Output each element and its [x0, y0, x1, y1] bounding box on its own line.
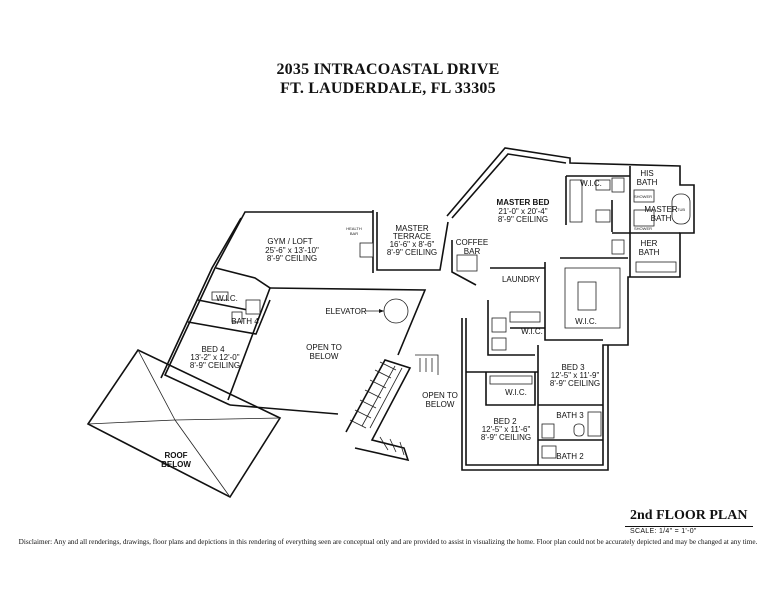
open-below-2-label-2: BELOW	[426, 400, 455, 409]
gym-loft-label: GYM / LOFT	[267, 237, 312, 246]
bedroom-wing-walls	[461, 318, 609, 471]
laundry-label: LAUNDRY	[502, 275, 541, 284]
roof-below: ROOF BELOW	[86, 348, 282, 499]
his-shower-label: SHOWER	[634, 194, 652, 199]
bed4-label: BED 4	[201, 345, 225, 354]
open-below-2-label: OPEN TO	[422, 391, 458, 400]
master-bed-dims: 21'-0" x 20'-4"	[498, 207, 547, 216]
bed4-ceiling: 8'-9" CEILING	[190, 361, 240, 370]
gym-loft-dims: 25'-6" x 13'-10"	[265, 246, 319, 255]
west-wing-walls	[160, 211, 427, 415]
his-bath-label: HIS	[640, 169, 653, 178]
bath2-label: BATH 2	[556, 452, 584, 461]
bath4-label: BATH 4	[231, 317, 259, 326]
health-bar-label-2: BAR	[350, 231, 358, 236]
his-bath-label-2: BATH	[637, 178, 658, 187]
bed4-dims: 13'-2" x 12'-0"	[190, 353, 239, 362]
bed2-dims: 12'-5" x 11'-6"	[482, 425, 531, 434]
hall-wic-label: W.I.C.	[521, 327, 543, 336]
plan-scale: SCALE: 1/4" = 1'-0"	[630, 528, 697, 535]
terrace-walls	[359, 210, 449, 273]
bed2-ceiling: 8'-9" CEILING	[481, 433, 531, 442]
master-bath-label: MASTER	[644, 205, 678, 214]
coffee-bar-label: COFFEE	[456, 238, 488, 247]
master-suite-walls: TUB SHOWER SHOWER	[446, 147, 695, 440]
bed2-wic-label: W.I.C.	[505, 388, 527, 397]
master-bath-label-2: BATH	[651, 214, 672, 223]
elevator: ELEVATOR	[325, 298, 409, 324]
master-terrace-label: MASTER	[395, 224, 429, 233]
bed3-label: BED 3	[561, 363, 585, 372]
master-bed-ceiling: 8'-9" CEILING	[498, 215, 548, 224]
coffee-bar-label-2: BAR	[464, 247, 481, 256]
address-line-2: FT. LAUDERDALE, FL 33305	[280, 80, 496, 97]
gym-loft-ceiling: 8'-9" CEILING	[267, 254, 317, 263]
staircase	[345, 354, 439, 462]
elevator-label: ELEVATOR	[325, 307, 367, 316]
open-below-1-label-2: BELOW	[310, 352, 339, 361]
center-wic-label: W.I.C.	[575, 317, 597, 326]
plan-title-rule	[625, 526, 753, 527]
her-shower-label: SHOWER	[634, 226, 652, 231]
her-bath-label: HER	[641, 239, 658, 248]
bed4-wic-label: W.I.C.	[216, 294, 238, 303]
master-terrace-label-2: TERRACE	[393, 232, 431, 241]
master-terrace-ceiling: 8'-9" CEILING	[387, 248, 437, 257]
roof-below-label: ROOF	[164, 451, 187, 460]
core-walls	[451, 240, 628, 356]
her-bath-label-2: BATH	[639, 248, 660, 257]
bed3-ceiling: 8'-9" CEILING	[550, 379, 600, 388]
bed3-dims: 12'-5" x 11'-9"	[551, 371, 600, 380]
bath3-label: BATH 3	[556, 411, 584, 420]
open-below-1-label: OPEN TO	[306, 343, 342, 352]
address-line-1: 2035 INTRACOASTAL DRIVE	[276, 61, 500, 78]
master-terrace-dims: 16'-6" x 8'-6"	[390, 240, 435, 249]
master-wic-label: W.I.C.	[580, 179, 602, 188]
master-bed-label: MASTER BED	[497, 198, 550, 207]
bed2-label: BED 2	[493, 417, 517, 426]
tub-label: TUB	[677, 207, 685, 212]
health-bar-label: HEALTH	[346, 226, 362, 231]
plan-title: 2nd FLOOR PLAN	[630, 508, 748, 523]
disclaimer: Disclaimer: Any and all renderings, draw…	[18, 538, 758, 546]
roof-below-label-2: BELOW	[161, 460, 191, 469]
